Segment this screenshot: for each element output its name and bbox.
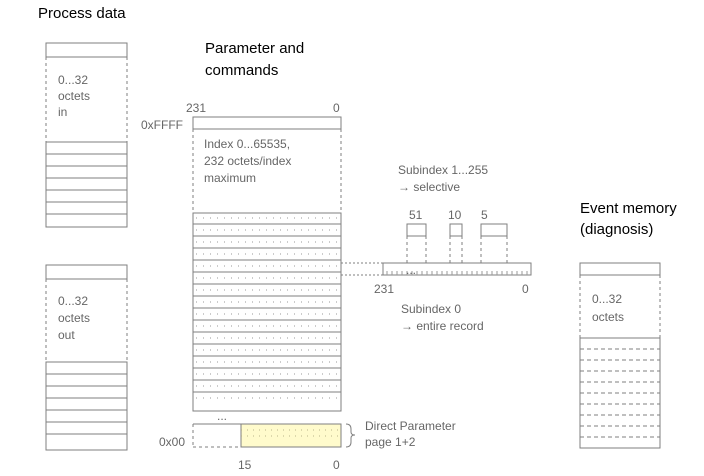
process-data-out-block <box>45 264 128 451</box>
parameter-bit-low: 0 <box>333 101 340 115</box>
subindex-bit-high: 231 <box>374 282 394 296</box>
subindex-marker-51: 51 <box>409 208 423 222</box>
direct-parameter-line-1: Direct Parameter <box>365 419 456 433</box>
subindex-record-ellipsis: ... <box>406 263 416 277</box>
subindex-marker-10: 10 <box>448 208 462 222</box>
subindex-selective-line-1: Subindex 1...255 <box>398 163 488 177</box>
direct-parameter-brace <box>345 423 356 448</box>
parameter-bottom-bit-high: 15 <box>238 458 252 472</box>
subindex-marker-5: 5 <box>481 208 488 222</box>
parameter-title-line-2: commands <box>205 62 278 79</box>
event-memory-line-1: 0...32 <box>592 292 622 306</box>
parameter-ellipsis: ... <box>217 409 227 423</box>
subindex-record-ticks <box>386 271 528 275</box>
subindex-bit-low: 0 <box>522 282 529 296</box>
parameter-bit-high: 231 <box>186 101 206 115</box>
process-out-line-1: 0...32 <box>58 294 88 308</box>
process-out-line-3: out <box>58 328 75 342</box>
parameter-index-line-3: maximum <box>204 171 256 185</box>
process-in-line-1: 0...32 <box>58 73 88 87</box>
parameter-memory-block <box>192 116 342 448</box>
subindex-selective-cells <box>406 223 508 263</box>
event-memory-line-2: octets <box>592 310 624 324</box>
parameter-bottom-bit-low: 0 <box>333 458 340 472</box>
event-memory-title-line-1: Event memory <box>580 200 677 217</box>
event-memory-block <box>579 262 661 449</box>
direct-parameter-line-2: page 1+2 <box>365 435 416 449</box>
parameter-addr-bottom: 0x00 <box>159 435 185 449</box>
parameter-row-ticks <box>196 217 338 399</box>
process-out-line-2: octets <box>58 311 90 325</box>
process-data-in-block <box>45 42 128 228</box>
parameter-index-line-1: Index 0...65535, <box>204 137 290 151</box>
subindex-entire-line-1: Subindex 0 <box>401 302 461 316</box>
parameter-title-line-1: Parameter and <box>205 40 304 57</box>
event-memory-title-line-2: (diagnosis) <box>580 221 653 238</box>
subindex-selective-line-2: → selective <box>398 180 460 194</box>
process-data-title: Process data <box>38 5 126 22</box>
process-in-line-2: octets <box>58 89 90 103</box>
parameter-addr-top: 0xFFFF <box>141 118 183 132</box>
subindex-entire-line-2: → entire record <box>401 319 484 333</box>
parameter-index-line-2: 232 octets/index <box>204 154 291 168</box>
subindex-record-connector <box>341 262 383 276</box>
process-in-line-3: in <box>58 105 67 119</box>
